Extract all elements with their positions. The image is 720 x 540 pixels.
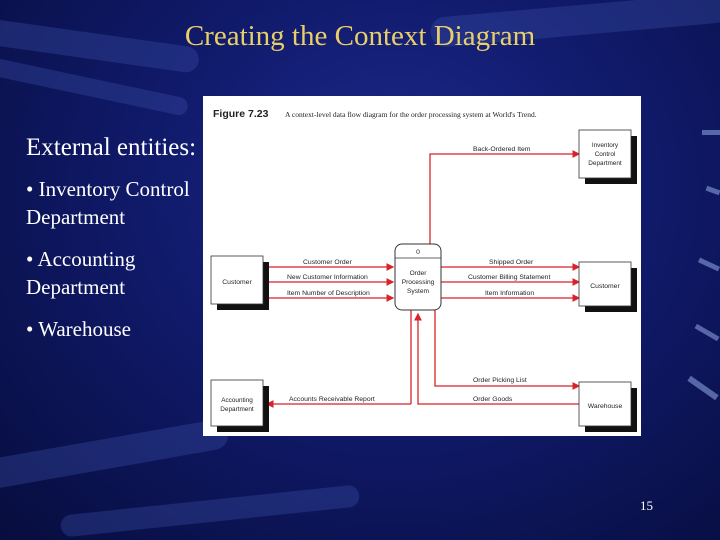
flow-label: Shipped Order <box>489 259 534 266</box>
process-id: 0 <box>416 249 420 256</box>
bullet-heading: External entities: <box>26 134 197 161</box>
process-name-line: System <box>407 288 429 295</box>
bullet-item: • Inventory Control Department <box>26 177 190 229</box>
dfd-figure: Figure 7.23 A context-level data flow di… <box>203 96 641 436</box>
flow-label: Item Information <box>485 290 534 297</box>
flow-order-goods <box>414 312 579 405</box>
entity-label: Department <box>588 160 622 167</box>
bullet-item: • Warehouse <box>26 317 131 341</box>
entity-label: Department <box>220 406 254 413</box>
entity-label: Warehouse <box>588 403 623 410</box>
flow-label: Customer Billing Statement <box>468 274 550 281</box>
slide-title: Creating the Context Diagram <box>184 20 536 52</box>
flow-label: Order Picking List <box>473 377 527 384</box>
process-name-line: Order <box>410 270 428 277</box>
decor-mark <box>702 130 720 135</box>
figure-caption-label: Figure 7.23 <box>213 108 269 120</box>
decor-mark <box>705 185 720 196</box>
entity-label: Customer <box>222 279 252 286</box>
entity-label: Inventory <box>592 142 619 149</box>
entity-accounting: Accounting Department <box>210 379 269 432</box>
background-streak <box>0 417 231 493</box>
flow-label: Order Goods <box>473 396 513 403</box>
entity-label: Customer <box>590 283 620 290</box>
figure-caption-text: A context-level data flow diagram for th… <box>285 110 537 119</box>
flow-back-ordered <box>429 150 581 244</box>
decor-mark <box>697 257 720 272</box>
flow-label: Customer Order <box>303 259 352 266</box>
process-name-line: Processing <box>402 279 435 286</box>
background-streak <box>59 484 361 538</box>
decor-mark <box>687 375 719 401</box>
entity-inventory-control: Inventory Control Department <box>578 129 637 184</box>
entity-label: Control <box>595 151 616 158</box>
entity-customer-left: Customer <box>210 255 269 310</box>
decor-mark <box>694 323 720 342</box>
flow-label: Item Number of Description <box>287 290 370 297</box>
entity-customer-right: Customer <box>578 261 637 312</box>
page-number: 15 <box>640 498 653 513</box>
dfd-diagram: Figure 7.23 A context-level data flow di… <box>210 108 637 432</box>
flow-label: New Customer Information <box>287 274 368 281</box>
bullet-item: • Accounting Department <box>26 247 136 299</box>
flow-order-picking <box>434 310 581 390</box>
entity-label: Accounting <box>221 397 253 404</box>
bullet-list: External entities: • Inventory Control D… <box>26 132 206 357</box>
entity-warehouse: Warehouse <box>578 381 637 432</box>
process-order-processing: 0 Order Processing System <box>394 243 442 311</box>
flow-label: Accounts Receivable Report <box>289 396 375 403</box>
flow-label: Back-Ordered Item <box>473 146 531 153</box>
